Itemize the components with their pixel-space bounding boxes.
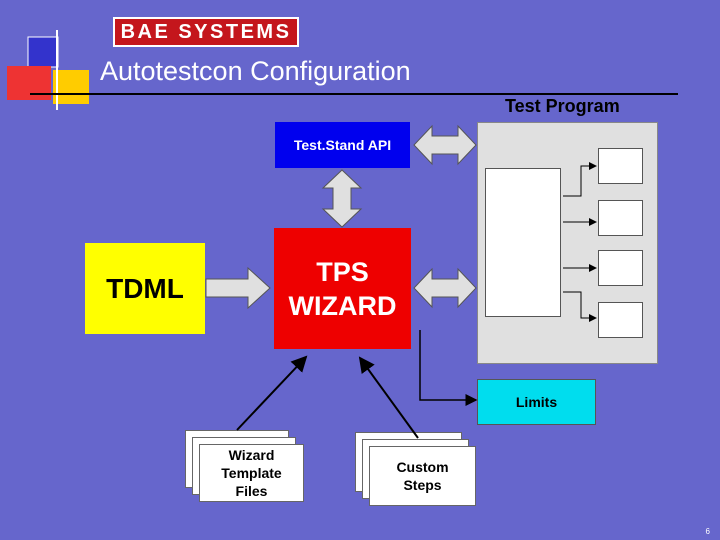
teststand-testprogram-arrow <box>413 124 477 166</box>
tdml-tps-arrow <box>205 266 271 310</box>
test-program-label: Test Program <box>505 96 620 116</box>
tps-wizard-box: TPS WIZARD <box>274 228 411 349</box>
test-program-step-1 <box>598 148 643 184</box>
test-program-step-3 <box>598 250 643 286</box>
page-number: 6 <box>705 527 710 536</box>
blue-square <box>27 36 59 68</box>
wizard-template-files-label: Wizard Template Files <box>221 447 282 499</box>
decorative-squares <box>7 30 89 110</box>
yellow-square <box>53 70 89 104</box>
tdml-box: TDML <box>85 243 205 334</box>
title-underline <box>30 93 678 95</box>
tps-limits-line <box>419 330 478 406</box>
wizard-files-tps-arrow <box>236 355 308 431</box>
custom-steps-tps-arrow <box>358 356 419 439</box>
wizard-label: WIZARD <box>288 290 397 321</box>
test-program-step-4 <box>598 302 643 338</box>
limits-box: Limits <box>477 379 596 425</box>
company-logo: BAE SYSTEMS <box>113 17 299 47</box>
test-program-main-block <box>485 168 561 317</box>
test-program-step-2 <box>598 200 643 236</box>
teststand-tps-arrow <box>321 169 363 228</box>
custom-doc-front: Custom Steps <box>369 446 476 506</box>
custom-steps-label: Custom Steps <box>396 459 449 493</box>
tps-label: TPS <box>316 256 369 287</box>
wizard-doc-front: Wizard Template Files <box>199 444 304 502</box>
tps-testprogram-arrow <box>413 267 477 309</box>
slide-title: Autotestcon Configuration <box>100 56 411 86</box>
test-program-internal-links <box>563 162 597 322</box>
teststand-api-box: Test.Stand API <box>275 122 410 168</box>
